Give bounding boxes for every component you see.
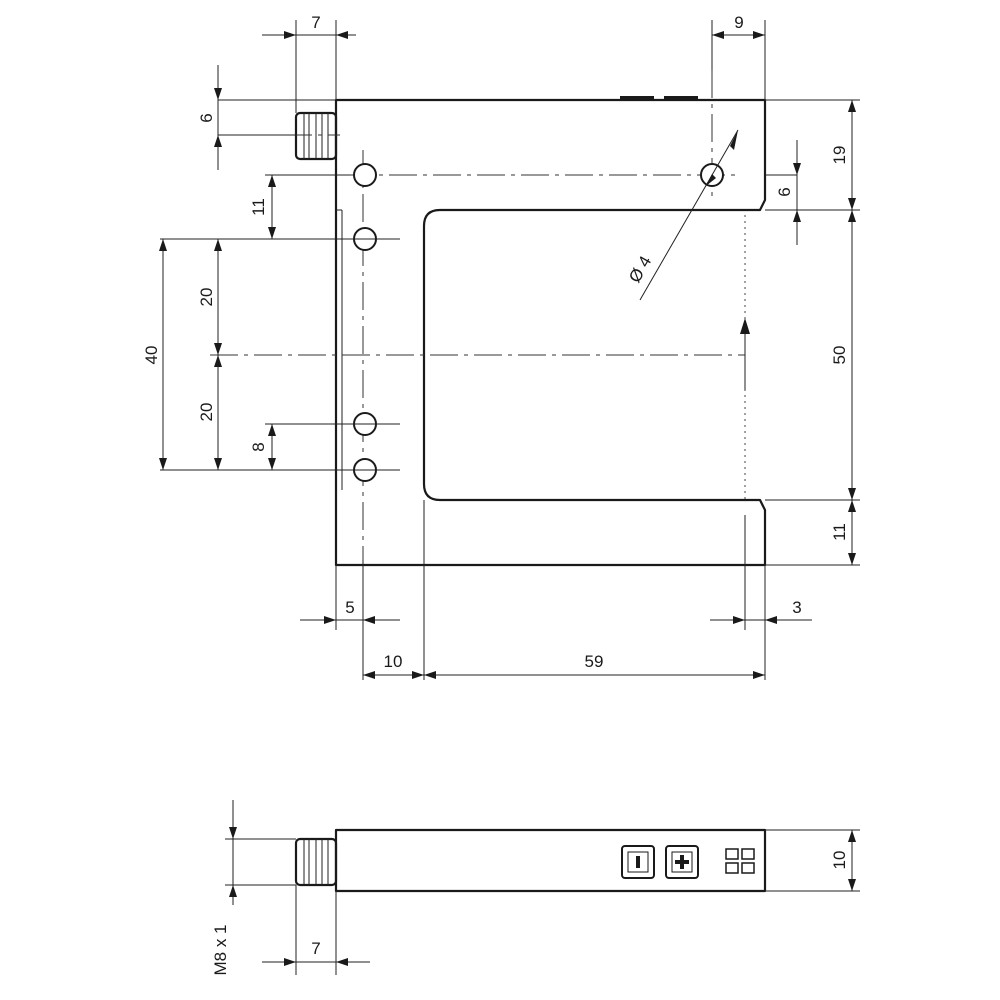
dim-hole-spacing-top: 11 bbox=[249, 198, 268, 216]
dim-top-width-right: 9 bbox=[734, 13, 743, 32]
dim-right-bottom-height: 11 bbox=[830, 523, 849, 541]
minus-button-icon bbox=[621, 845, 655, 879]
top-button-right bbox=[664, 96, 698, 100]
dim-left-offset: 5 bbox=[345, 598, 354, 617]
sensor-side-body bbox=[334, 828, 767, 893]
dim-hole-group-total: 40 bbox=[142, 346, 161, 365]
dim-right-offset: 3 bbox=[792, 598, 801, 617]
dim-slot-height: 50 bbox=[830, 346, 849, 365]
led-indicator-icon bbox=[725, 848, 755, 874]
top-button-left bbox=[620, 96, 654, 100]
dim-side-height: 10 bbox=[830, 851, 849, 870]
dim-connector-offset: 6 bbox=[197, 113, 216, 122]
m8-connector-front bbox=[294, 111, 338, 161]
front-view: 7 9 6 11 20 20 40 8 Ø 4 6 19 50 11 5 3 1… bbox=[142, 13, 860, 680]
dim-slot-depth: 59 bbox=[585, 652, 604, 671]
dim-thread-spec: M8 x 1 bbox=[211, 924, 230, 975]
dim-side-connector-width: 7 bbox=[311, 939, 320, 958]
m8-connector-side bbox=[294, 837, 338, 887]
sensor-body-outline bbox=[334, 98, 767, 567]
dim-top-width-connector: 7 bbox=[311, 13, 320, 32]
plus-button-icon bbox=[665, 845, 699, 879]
dim-hole-spacing-bottom: 8 bbox=[249, 442, 268, 451]
dim-hole-to-center-upper: 20 bbox=[197, 288, 216, 307]
side-view: 10 7 M8 x 1 bbox=[211, 800, 860, 976]
dim-right-top-height: 19 bbox=[830, 146, 849, 165]
dim-hole-to-center-lower: 20 bbox=[197, 403, 216, 422]
mounting-hole bbox=[353, 163, 377, 187]
dim-hole-to-slot: 10 bbox=[384, 652, 403, 671]
dim-slot-top-offset: 6 bbox=[775, 187, 794, 196]
